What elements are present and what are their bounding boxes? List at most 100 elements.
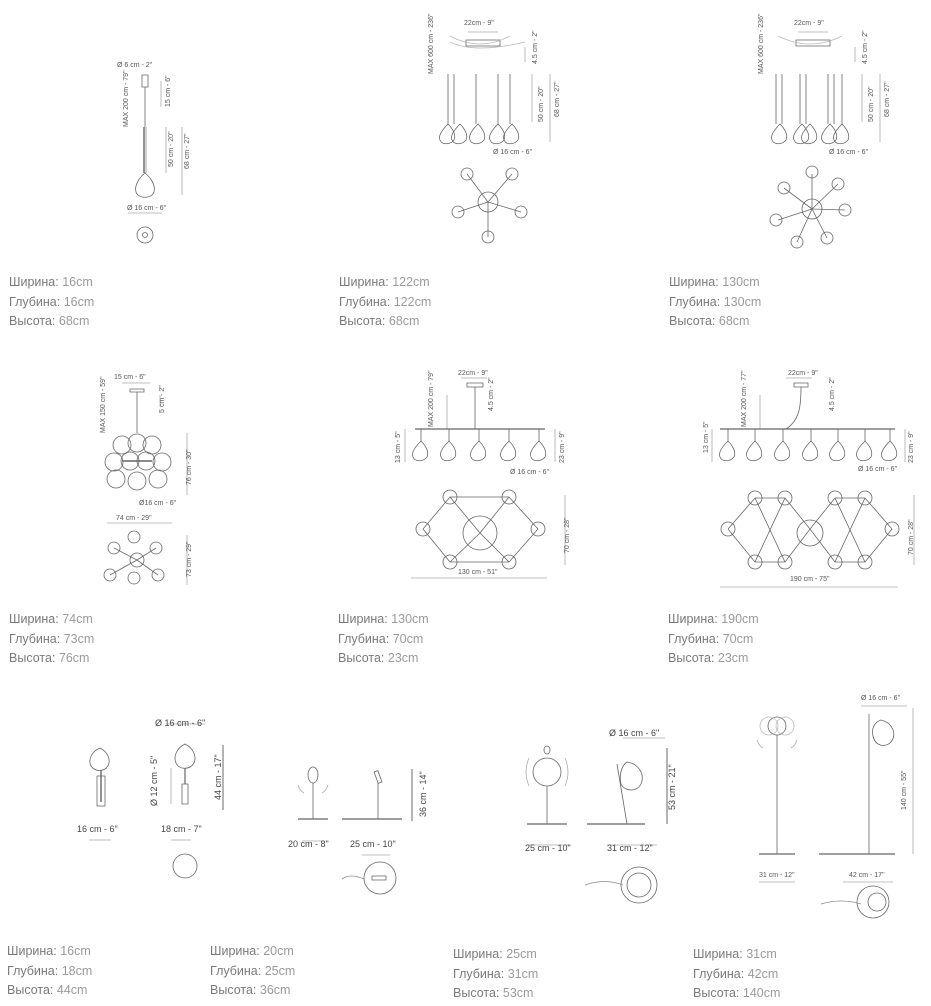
- product-10-specs: Ширина: 31cm Глубина: 42cm Высота: 140cm: [693, 945, 780, 1004]
- product-5-specs: Ширина: 130cm Глубина: 70cm Высота: 23cm: [338, 610, 429, 669]
- product-6-drawing: 22cm - 9" MAX 200 cm - 77" 4.5 cm - 2" 1…: [700, 365, 925, 590]
- dim-label: Ø 6 cm - 2": [117, 62, 153, 69]
- pendant-globes: [439, 124, 518, 144]
- height-value: 140cm: [742, 986, 781, 1001]
- product-2-drawing: 22cm - 9" MAX 600 cm - 236" 4.5 cm - 2" …: [420, 12, 561, 252]
- dim-label: Ø 16 cm - 6": [609, 728, 659, 738]
- product-9-drawing: Ø 16 cm - 6" 53 cm - 21" 25 cm - 10" 31 …: [515, 720, 680, 905]
- dim-label: 22cm - 9": [464, 20, 494, 27]
- dim-label: 42 cm - 17": [849, 872, 885, 879]
- dim-label: 130 cm - 51": [458, 569, 498, 576]
- depth-value: 31cm: [507, 966, 539, 981]
- pendant-rods: [776, 74, 842, 124]
- dim-label: 13 cm - 5": [703, 421, 710, 453]
- dim-label: 13 cm - 5": [395, 431, 402, 463]
- depth-label: Глубина:: [7, 963, 59, 978]
- depth-value: 16cm: [63, 294, 95, 309]
- dim-label: Ø 16 cm - 6": [155, 718, 205, 728]
- dim-label: 53 cm - 21": [667, 764, 677, 810]
- front-view: [757, 717, 797, 854]
- dim-label: 50 cm - 20": [868, 86, 875, 122]
- product-3-specs: Ширина: 130cm Глубина: 130cm Высота: 68c…: [669, 273, 761, 332]
- top-view: [416, 490, 545, 569]
- top-view: [770, 166, 851, 248]
- dim-label: Ø 16 cm - 6": [127, 205, 167, 212]
- depth-value: 25cm: [264, 963, 296, 978]
- width-value: 31cm: [746, 947, 777, 961]
- side-view: [342, 771, 402, 819]
- top-view-globe: [173, 854, 197, 878]
- product-4-drawing: 15 cm - 6" MAX 150 cm - 59" 5 cm - 2" 76…: [92, 365, 202, 595]
- height-label: Высота:: [338, 651, 385, 666]
- dim-label: 25 cm - 10": [525, 843, 571, 853]
- depth-label: Глубина:: [9, 294, 61, 309]
- height-label: Высота:: [453, 986, 500, 1001]
- dim-label: 20 cm - 8": [288, 839, 329, 849]
- product-2-specs: Ширина: 122cm Глубина: 122cm Высота: 68c…: [339, 273, 431, 332]
- width-label: Ширина:: [7, 944, 57, 958]
- width-label: Ширина:: [9, 612, 59, 626]
- product-4-specs: Ширина: 74cm Глубина: 73cm Высота: 76cm: [9, 610, 94, 669]
- product-8-specs: Ширина: 20cm Глубина: 25cm Высота: 36cm: [210, 942, 295, 1001]
- dim-label: 50 cm - 20": [538, 86, 545, 122]
- height-value: 76cm: [58, 651, 90, 666]
- dim-label: 73 cm - 29": [186, 541, 193, 577]
- height-label: Высота:: [210, 983, 257, 998]
- dim-label: 36 cm - 14": [418, 771, 428, 817]
- depth-value: 70cm: [722, 631, 754, 646]
- width-label: Ширина:: [693, 947, 743, 961]
- width-label: Ширина:: [668, 612, 718, 626]
- side-view: [587, 762, 645, 824]
- dim-label: 15 cm - 6": [165, 75, 172, 107]
- height-label: Высота:: [693, 986, 740, 1001]
- height-label: Высота:: [7, 983, 54, 998]
- product-10-drawing: Ø 16 cm - 6" 140 cm - 55" 31 cm - 12" 42…: [745, 690, 920, 920]
- dim-label: 68 cm - 27": [884, 81, 891, 117]
- dim-label: 4.5 cm - 2": [532, 30, 539, 64]
- dim-label: 74 cm - 29": [116, 515, 152, 522]
- front-view: [90, 748, 109, 806]
- height-label: Высота:: [668, 651, 715, 666]
- dim-label: 68 cm - 27": [184, 133, 191, 169]
- dim-label: MAX 150 cm - 59": [100, 376, 107, 433]
- depth-label: Глубина:: [668, 631, 720, 646]
- dim-label: 68 cm - 27": [554, 81, 561, 117]
- front-view: [526, 746, 568, 824]
- width-value: 25cm: [506, 947, 537, 961]
- dim-label: 140 cm - 55": [901, 770, 908, 810]
- top-view: [585, 867, 657, 903]
- depth-value: 18cm: [61, 963, 93, 978]
- width-value: 16cm: [60, 944, 91, 958]
- width-value: 20cm: [263, 944, 294, 958]
- depth-value: 73cm: [63, 631, 95, 646]
- dim-label: Ø 12 cm - 5": [149, 756, 159, 806]
- dim-label: 76 cm - 30": [186, 449, 193, 485]
- height-label: Высота:: [669, 314, 716, 329]
- height-value: 44cm: [56, 983, 88, 998]
- width-label: Ширина:: [669, 275, 719, 289]
- height-value: 53cm: [502, 986, 534, 1001]
- height-value: 68cm: [718, 314, 750, 329]
- dim-label: 22cm - 9": [788, 370, 818, 377]
- side-view: [171, 744, 195, 804]
- product-3-drawing: 22cm - 9" MAX 600 cm - 236" 4.5 cm - 2" …: [750, 12, 891, 252]
- depth-label: Глубина:: [669, 294, 721, 309]
- dim-label: 15 cm - 6": [114, 374, 146, 381]
- dim-label: MAX 200 cm - 77": [741, 370, 748, 427]
- depth-value: 130cm: [723, 294, 762, 309]
- product-7-drawing: Ø 16 cm - 6" Ø 12 cm - 5" 44 cm - 17" 16…: [75, 710, 240, 885]
- top-view-globe: [137, 227, 153, 243]
- dim-label: 18 cm - 7": [161, 824, 202, 834]
- top-view: [342, 862, 396, 894]
- dim-label: Ø16 cm - 6": [139, 500, 177, 507]
- dim-label: 4.5 cm - 2": [829, 377, 836, 411]
- width-label: Ширина:: [339, 275, 389, 289]
- depth-label: Глубина:: [339, 294, 391, 309]
- ceiling-canopy: [466, 40, 500, 46]
- height-label: Высота:: [339, 314, 386, 329]
- dim-label: 50 cm - 20": [168, 131, 175, 167]
- depth-label: Глубина:: [210, 963, 262, 978]
- side-view: [819, 714, 895, 854]
- width-value: 190cm: [721, 612, 759, 626]
- dim-label: 16 cm - 6": [77, 824, 118, 834]
